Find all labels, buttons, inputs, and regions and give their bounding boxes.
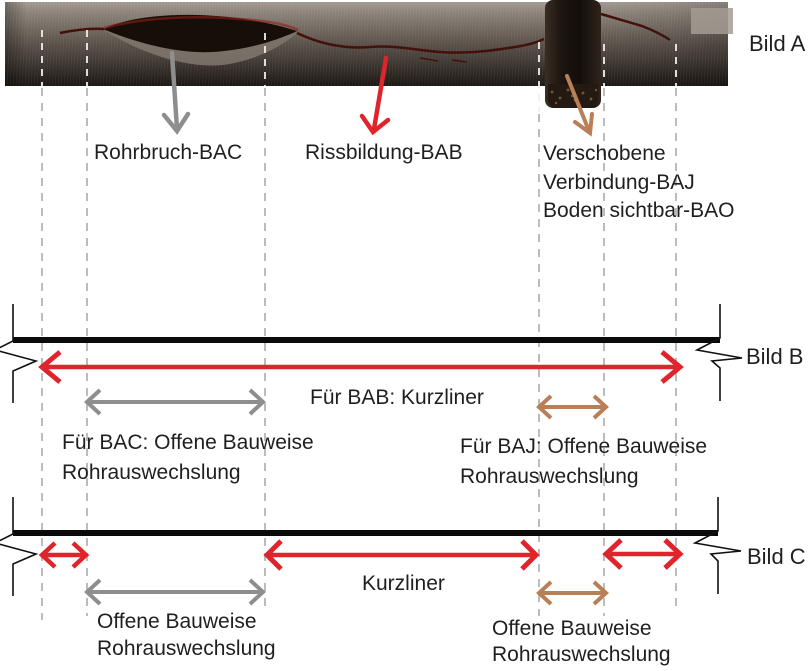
rissbildung-arrow-icon bbox=[359, 55, 391, 136]
bild-b-label: Bild B bbox=[746, 344, 804, 369]
bac-line2: Rohrauswechslung bbox=[62, 461, 241, 484]
c-left-line1: Offene Bauweise bbox=[97, 610, 257, 633]
pipe-photo-light-patch bbox=[691, 8, 733, 34]
pipe-break-symbol-left bbox=[0, 304, 39, 403]
crack-lines bbox=[59, 12, 671, 63]
guide-lines-in-photo bbox=[41, 30, 677, 112]
baj-span-arrow bbox=[536, 394, 609, 420]
bild-c-arrows bbox=[38, 538, 684, 606]
rohrbruch-label: Rohrbruch-BAC bbox=[94, 141, 243, 164]
right-short-span-arrow bbox=[602, 538, 684, 570]
rohrbruch-arrow-icon bbox=[161, 50, 191, 135]
pipe-break-symbol-right bbox=[694, 304, 743, 401]
kurzliner-label: Kurzliner bbox=[362, 572, 445, 595]
verschobene-arrow-icon bbox=[565, 74, 594, 137]
pipe-break-symbol-left bbox=[0, 497, 39, 596]
verschobene-line3: Boden sichtbar-BAO bbox=[543, 199, 735, 222]
crack-branches bbox=[419, 57, 468, 63]
bild-a-arrows bbox=[161, 50, 594, 137]
rohrbruch-red-rim bbox=[103, 16, 299, 32]
kurzliner-span-arrow bbox=[263, 539, 540, 571]
rohrbruch-dark-area bbox=[103, 14, 297, 53]
baj-line1: Für BAJ: Offene Bauweise bbox=[460, 435, 708, 458]
offene-bauweise-span-arrow-left bbox=[84, 578, 266, 606]
bac-span-arrow bbox=[84, 388, 266, 416]
c-left-line2: Rohrauswechslung bbox=[97, 637, 276, 660]
bild-c-pipe bbox=[0, 497, 742, 596]
bab-kurzliner-label: Für BAB: Kurzliner bbox=[310, 386, 484, 409]
c-right-label: Offene Bauweise Rohrauswechslung bbox=[492, 616, 671, 668]
c-right-line2: Rohrauswechslung bbox=[492, 643, 671, 666]
rissbildung-crack bbox=[296, 31, 545, 54]
crack-left-lead bbox=[59, 27, 105, 35]
guide-lines bbox=[41, 88, 677, 620]
displaced-joint-band bbox=[545, 0, 601, 108]
pipe-break-symbol-right bbox=[692, 497, 742, 594]
bac-line1: Für BAC: Offene Bauweise bbox=[62, 431, 314, 454]
c-right-line1: Offene Bauweise bbox=[492, 617, 652, 640]
bild-a-label: Bild A bbox=[749, 31, 806, 56]
offene-bauweise-span-arrow-right bbox=[536, 580, 609, 606]
bac-label: Für BAC: Offene Bauweise Rohrauswechslun… bbox=[62, 428, 314, 488]
baj-label: Für BAJ: Offene Bauweise Rohrauswechslun… bbox=[460, 432, 707, 492]
rissbildung-label: Rissbildung-BAB bbox=[305, 141, 463, 164]
bild-b-arrows bbox=[38, 350, 684, 420]
baj-line2: Rohrauswechslung bbox=[460, 465, 639, 488]
verschobene-line1: Verschobene bbox=[543, 142, 666, 165]
c-left-label: Offene Bauweise Rohrauswechslung bbox=[97, 608, 276, 662]
pipe-damage-graphics bbox=[59, 0, 671, 109]
verschobene-label: Verschobene Verbindung-BAJ Boden sichtba… bbox=[543, 140, 734, 226]
bab-kurzliner-span-arrow bbox=[38, 350, 684, 384]
verschobene-line2: Verbindung-BAJ bbox=[543, 170, 695, 194]
bild-c-label: Bild C bbox=[747, 544, 806, 569]
left-short-span-arrow bbox=[38, 541, 90, 569]
bild-b-pipe bbox=[0, 304, 743, 403]
crack-right-of-joint bbox=[600, 12, 671, 42]
